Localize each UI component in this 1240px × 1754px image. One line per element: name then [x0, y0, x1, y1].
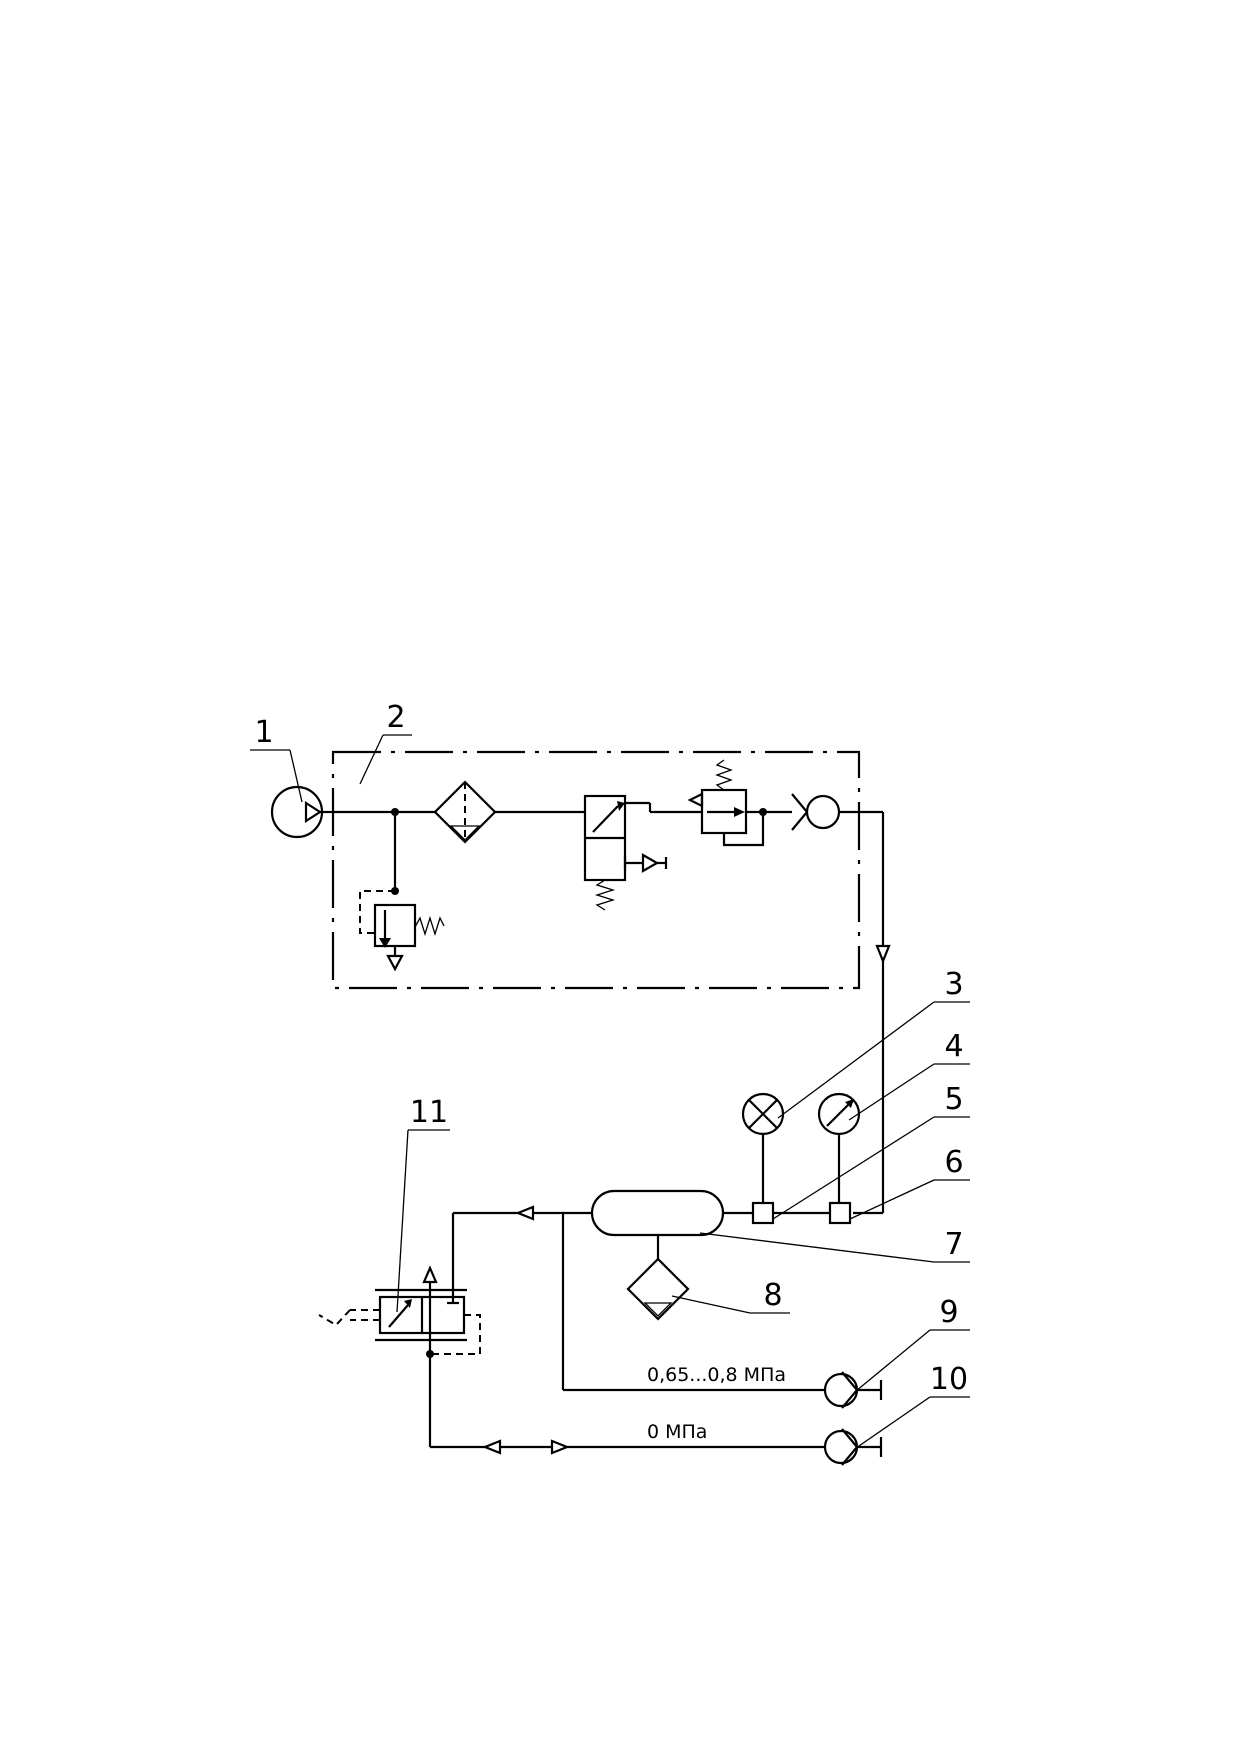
exhaust-pressure-label: 0 МПа [647, 1421, 707, 1443]
manual-valve-symbol [318, 1265, 481, 1358]
filter-symbol [433, 780, 497, 844]
callout-10: 10 [930, 1362, 968, 1397]
receiver-outlet-line [451, 1205, 592, 1290]
quick-coupling-10-symbol [823, 1428, 883, 1466]
callout-7: 7 [944, 1227, 963, 1262]
pressure-regulator-symbol [650, 759, 792, 847]
preparation-unit-boundary [331, 750, 861, 990]
callout-6: 6 [944, 1145, 963, 1180]
callout-3: 3 [944, 967, 963, 1002]
callout-11: 11 [410, 1095, 448, 1130]
receiver-tank-symbol [590, 1189, 725, 1237]
directional-valve-3-2 [583, 794, 668, 911]
relief-valve-symbol [359, 812, 445, 972]
callout-5: 5 [944, 1082, 963, 1117]
callout-8: 8 [763, 1278, 782, 1313]
sensor-5-symbol [751, 1201, 775, 1225]
callout-9: 9 [939, 1295, 958, 1330]
leader-lines [250, 734, 970, 1449]
quick-coupling-9-symbol [823, 1371, 883, 1409]
supply-branch-line [561, 1213, 825, 1392]
compressor-symbol [270, 785, 333, 839]
receiver-feed-line [853, 812, 891, 1215]
supply-pressure-label: 0,65...0,8 МПа [647, 1364, 786, 1386]
callout-2: 2 [386, 700, 405, 735]
pressure-gauge-symbol [817, 1092, 861, 1203]
callout-1: 1 [254, 715, 273, 750]
callout-4: 4 [944, 1029, 963, 1064]
indicator-lamp-symbol [741, 1092, 785, 1203]
sensor-6-symbol [828, 1201, 852, 1225]
drain-filter-symbol [626, 1235, 690, 1321]
check-valve-symbol [791, 793, 883, 831]
exhaust-branch-line [428, 1354, 825, 1455]
